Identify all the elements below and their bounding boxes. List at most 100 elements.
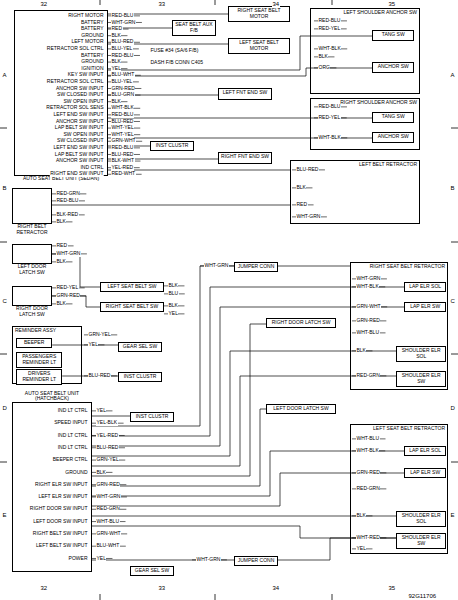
wire-connector [92, 473, 404, 506]
connector-note: FUSE #34 (SA/6 F/B) [150, 48, 199, 54]
wire-color: YEL [88, 342, 98, 348]
wire-color: RED-YEL [56, 285, 79, 291]
grid-ref: B [450, 185, 455, 192]
pin-name: LEFT DOOR SW INPUT [33, 519, 88, 525]
wire-color: BLK [111, 59, 121, 65]
grid-ref: D [2, 405, 7, 412]
wire-color: BLK [168, 283, 178, 289]
component-box: SEAT BELT AUX F/B [172, 20, 216, 36]
wire-connector [108, 68, 372, 76]
wire-color: GRN-RED [356, 470, 380, 476]
component-box: LEFT DOOR LATCH SW [12, 244, 52, 264]
wire-connector [92, 287, 404, 436]
wire-color: BLU-WHT [111, 72, 135, 78]
wire-color: BLK [56, 259, 66, 265]
component-name: JUMPER CONN [237, 264, 275, 270]
wire-color: WHT-YEL [111, 125, 134, 131]
wire-color: BLU-RED [88, 373, 111, 379]
component-name: RIGHT DOOR LATCH SW [269, 320, 333, 326]
component-name: LEFT SEAT BELT RETRACTOR [353, 426, 445, 432]
wire-color: BLK [111, 33, 121, 39]
component-name: SHOULDER ELR SOL [399, 513, 443, 525]
wire-connector [92, 266, 234, 426]
grid-ref: E [2, 512, 7, 519]
pin-name: RETRACTOR SOL SENS [46, 105, 104, 111]
pin-name: POWER [68, 556, 88, 562]
pin-name: BEEPER CTRL [52, 457, 88, 463]
wire-color: RED-WHT [111, 171, 136, 177]
wire-color: WHT-RED [356, 535, 380, 541]
wire-connector [92, 307, 404, 446]
grid-ref: D [450, 405, 455, 412]
wire-color: RED-YEL [318, 115, 341, 121]
component-box: INST CLUSTR [118, 372, 162, 382]
wire-color: GRN-WHT [111, 138, 136, 144]
component-name: RIGHT SEAT BELT RETRACTOR [353, 264, 445, 270]
grid-ref: A [2, 72, 7, 79]
pin-name: RIGHT END SW INPUT [50, 171, 104, 177]
wire-color: WHT-BLK [111, 105, 134, 111]
grid-ref: 32 [40, 585, 48, 592]
component-name: INST CLUSTR [153, 143, 191, 149]
component-box: LAP ELR SOL [404, 282, 446, 292]
grid-ref: A [450, 72, 455, 79]
component-box: SHOULDER ELR SOL [396, 346, 446, 362]
wire-color: ORG [318, 65, 330, 71]
wire-color: BLK [296, 185, 306, 191]
pin-name: BATTERY [80, 53, 104, 59]
grid-ref: 35 [388, 1, 396, 8]
grid-ref: E [450, 512, 455, 519]
component-name: ANCHOR SW [375, 134, 411, 140]
pin-name: IND LT CTRL [57, 408, 88, 414]
component-name: LEFT SEAT BELT MOTOR [231, 40, 287, 52]
pin-name: SW CLOSED INPUT [57, 92, 104, 98]
component-name: INST CLUSTR [121, 374, 159, 380]
wire-connector [278, 266, 350, 267]
connector-note: DASH F/B CONN C405 [150, 60, 204, 66]
component-box: GEAR SEL SW [118, 342, 162, 352]
wire-color: BLK [356, 348, 366, 354]
component-box: SHOULDER ELR SW [396, 533, 446, 549]
wire-color: GRN-RED [56, 293, 80, 299]
component-box: JUMPER CONN [234, 262, 278, 272]
component-box: RIGHT BELT RETRACTOR [12, 188, 52, 224]
wire-color: RED [296, 202, 308, 208]
wire-color: YEL-BLK [96, 420, 118, 426]
pin-name: BATTERY [80, 26, 104, 32]
wire-color: BLU [168, 291, 179, 297]
component-name: RIGHT SEAT BELT MOTOR [231, 8, 287, 20]
component-box: LAP ELR SOL [404, 446, 446, 456]
pin-name: GROUND [65, 470, 88, 476]
component-name: JUMPER CONN [237, 558, 275, 564]
grid-ref: 33 [158, 1, 166, 8]
column-tick [215, 0, 216, 5]
component-box: RIGHT SEAT BELT SW [100, 302, 164, 312]
wire-color: RED-BLU [111, 145, 134, 151]
component-name: SEAT BELT AUX F/B [175, 22, 213, 34]
wire-color: RED-BLU [111, 53, 134, 59]
wire-color: YEL [356, 546, 366, 552]
wire-connector [52, 205, 290, 206]
wire-color: WHT-BLK [318, 46, 341, 52]
pin-name: RIGHT MOTOR [68, 13, 104, 19]
row-tick [451, 128, 458, 129]
wire-color: BLK [356, 513, 366, 519]
column-tick [215, 594, 216, 600]
pin-name: IND CTRL [80, 165, 104, 171]
wire-color: WHT-GRN [296, 214, 321, 220]
grid-ref: 35 [388, 585, 396, 592]
pin-name: ANCHOR SW INPUT [56, 86, 105, 92]
grid-ref: 92G11706 [408, 593, 437, 600]
wire-color: WHT-BLU [356, 436, 380, 442]
component-name: LEFT DOOR LATCH SW [269, 406, 333, 412]
component-box: ANCHOR SW [372, 132, 414, 143]
pin-name: IND LT CTRL [57, 445, 88, 451]
wire-color: BLU-GRN [111, 92, 135, 98]
row-tick [0, 354, 7, 355]
wire-color: RED-BLU [111, 112, 134, 118]
wire-color: YEL-RED [96, 433, 119, 439]
wire-color: GRN-WHT [356, 304, 381, 310]
wire-color: RED-GRN [356, 486, 380, 492]
component-name: TANG SW [375, 32, 411, 38]
